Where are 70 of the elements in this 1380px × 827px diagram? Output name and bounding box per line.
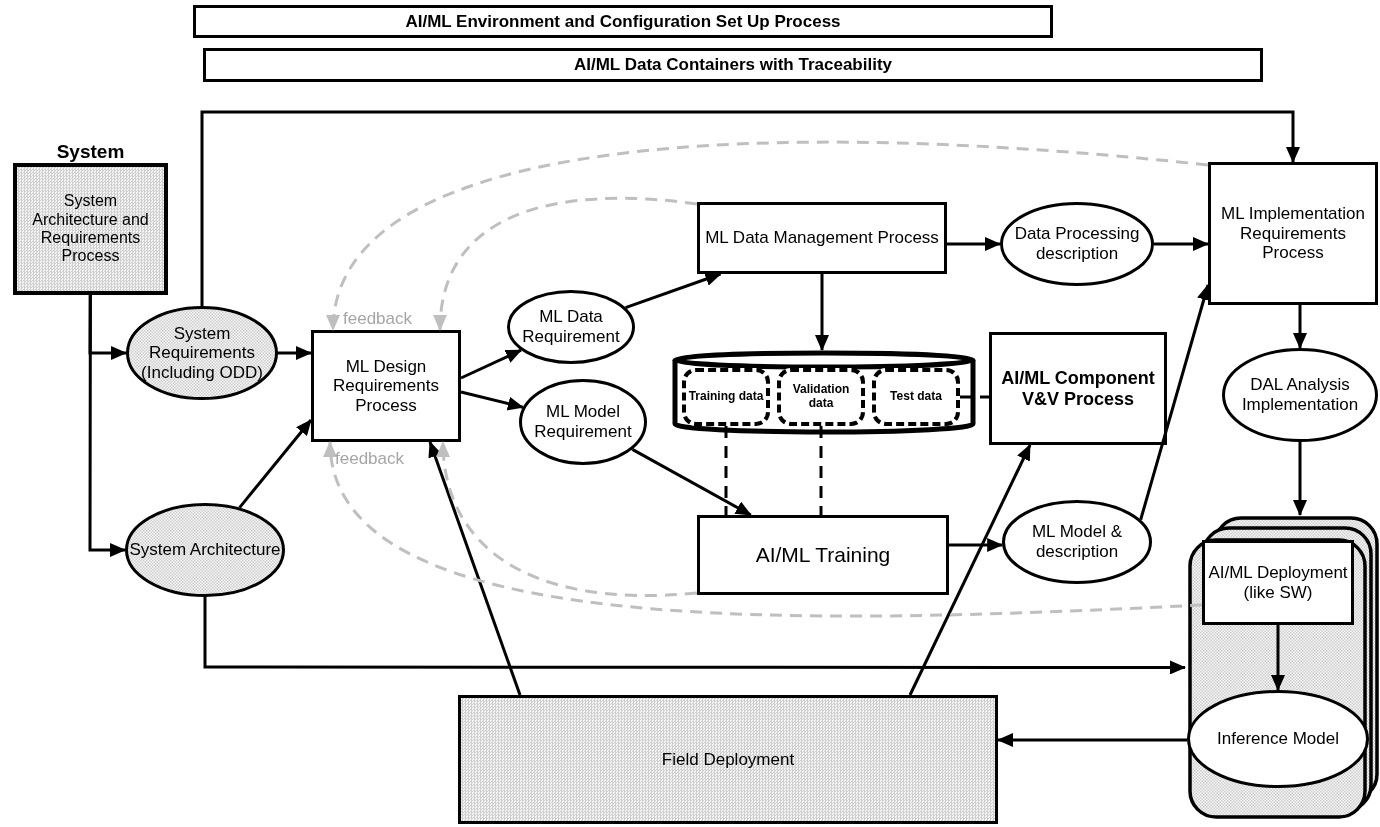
process-label: Test data xyxy=(890,390,942,404)
arrow xyxy=(908,444,1032,696)
process-label: System Requirements (Including ODD) xyxy=(140,323,264,383)
arrow xyxy=(200,110,1300,306)
process-label: System Architecture and Requirements Process xyxy=(31,192,150,266)
dataset-box xyxy=(682,368,770,426)
process-label: Training data xyxy=(688,390,764,404)
artifact-ellipse xyxy=(507,290,635,364)
process-box xyxy=(989,332,1167,445)
arrow xyxy=(625,272,722,310)
artifact-ellipse xyxy=(1187,690,1369,788)
connector-line xyxy=(819,426,823,515)
process-label: ML Implementation Requirements Process xyxy=(1220,204,1366,263)
title-banner xyxy=(203,48,1263,82)
artifact-ellipse xyxy=(125,503,285,597)
connector-line xyxy=(960,395,989,399)
artifact-ellipse xyxy=(126,306,278,400)
arrow xyxy=(460,390,524,411)
arrow xyxy=(434,196,698,331)
arrow xyxy=(947,237,1001,251)
connector-line xyxy=(724,426,728,515)
banner-title: AI/ML Data Containers with Traceability xyxy=(573,55,892,75)
arrow xyxy=(428,441,522,696)
dataset-box xyxy=(777,368,865,426)
process-label: AI/ML Training xyxy=(755,542,891,568)
process-box xyxy=(458,695,998,824)
process-box xyxy=(697,202,947,274)
artifact-ellipse xyxy=(1000,202,1154,286)
process-label: System Architecture xyxy=(129,540,281,560)
artifact-ellipse xyxy=(519,379,647,465)
dataset-box xyxy=(872,368,960,426)
arrow xyxy=(1293,442,1307,516)
arrow xyxy=(949,538,1004,552)
arrow xyxy=(326,441,1203,618)
process-label: Inference Model xyxy=(1217,729,1339,749)
arrow xyxy=(1154,237,1209,251)
process-label: AI/ML Component V&V Process xyxy=(1000,367,1156,410)
process-label: ML Model & description xyxy=(1030,522,1124,562)
process-label: Field Deployment xyxy=(661,749,795,770)
title-banner xyxy=(193,5,1053,38)
arrow xyxy=(437,441,698,597)
arrow xyxy=(1293,305,1307,349)
process-box xyxy=(1208,162,1378,305)
process-label: Validation data xyxy=(791,383,851,411)
arrow xyxy=(88,295,126,557)
process-label: DAL Analysis Implementation xyxy=(1240,375,1360,415)
arrow xyxy=(238,419,313,509)
process-label: ML Model Requirement xyxy=(533,402,633,442)
process-label: ML Design Requirements Process xyxy=(332,356,440,416)
arrow xyxy=(460,348,522,380)
feedback-label: feedback xyxy=(335,449,404,469)
feedback-label: feedback xyxy=(343,309,412,329)
artifact-ellipse xyxy=(1002,500,1152,584)
section-heading: System xyxy=(56,140,125,163)
arrow xyxy=(997,733,1187,747)
process-label: ML Data Requirement xyxy=(521,307,621,347)
artifact-ellipse xyxy=(1222,348,1378,442)
arrow xyxy=(328,140,1209,331)
process-label: ML Data Management Process xyxy=(705,228,939,248)
process-label: AI/ML Deployment (like SW) xyxy=(1207,562,1349,603)
process-label: Data Processing description xyxy=(1013,224,1141,264)
arrow xyxy=(278,346,312,360)
process-box xyxy=(311,330,461,442)
arrow xyxy=(631,448,752,517)
arrow xyxy=(1271,625,1285,691)
process-box xyxy=(1202,540,1354,625)
banner-title: AI/ML Environment and Configuration Set Up Process xyxy=(405,11,841,32)
arrow xyxy=(815,274,829,351)
arrow xyxy=(203,597,1186,675)
process-box xyxy=(697,515,949,595)
